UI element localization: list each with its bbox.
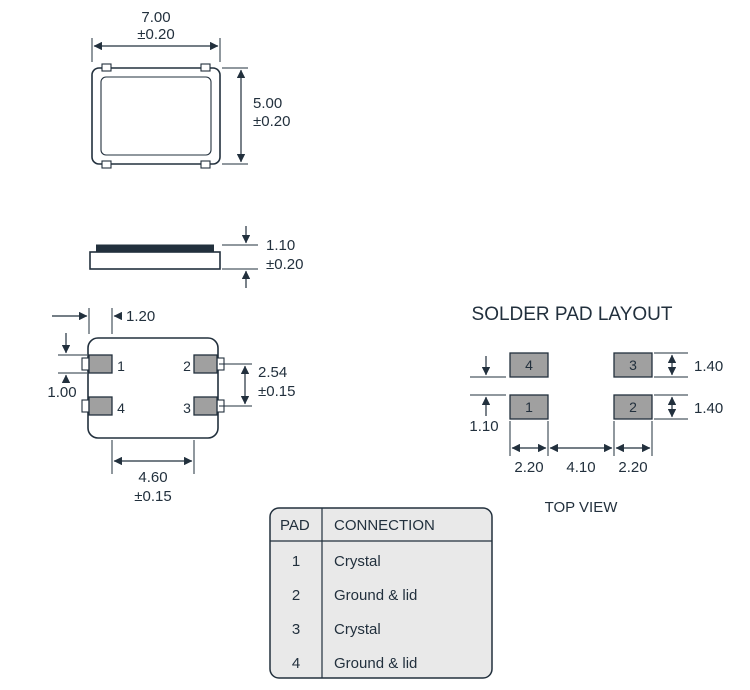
- package-body-side: [89, 251, 221, 270]
- table-cell-pad: 2: [292, 587, 300, 604]
- table-row: 1 Crystal: [292, 553, 381, 570]
- table-frame: [269, 507, 493, 679]
- solder-pad-1: [509, 394, 549, 420]
- solder-pad-2: [613, 394, 653, 420]
- dim-pad-width: 1.20: [126, 308, 155, 325]
- edge-castellation: [81, 399, 90, 413]
- solder-pad-1-label: 1: [525, 399, 533, 415]
- bottom-pad-1: [88, 354, 113, 374]
- dim-pad-height-bottom-row: 1.40: [694, 400, 723, 417]
- corner-notch: [101, 63, 112, 72]
- table-cell-connection: Ground & lid: [334, 655, 417, 672]
- table-cell-pad: 3: [292, 621, 300, 638]
- package-bottom-view: 1 2 4 3 1.20 1.00 2.54 ±0.15 4.60 ±0.15: [47, 308, 295, 505]
- bottom-view-outline: [87, 337, 219, 439]
- package-inner-outline: [100, 76, 212, 156]
- dim-pad-gap: 4.10: [566, 459, 595, 476]
- package-lid: [96, 244, 214, 253]
- package-top-view: 7.00 ±0.20 5.00 ±0.20: [91, 9, 290, 169]
- bottom-pad-1-label: 1: [117, 358, 125, 374]
- dim-pad-width-right: 2.20: [618, 459, 647, 476]
- dim-pad-span-value: 4.60: [138, 469, 167, 486]
- solder-pad-3: [613, 352, 653, 378]
- bottom-pad-4: [88, 396, 113, 416]
- corner-notch: [101, 160, 112, 169]
- dim-row-pitch-tolerance: ±0.15: [258, 383, 295, 400]
- dim-height-value: 5.00: [253, 95, 282, 112]
- solder-pad-3-label: 3: [629, 357, 637, 373]
- corner-notch: [200, 63, 211, 72]
- solder-pad-2-label: 2: [629, 399, 637, 415]
- edge-castellation: [81, 357, 90, 371]
- solder-pad-layout-caption: TOP VIEW: [545, 499, 619, 516]
- table-row: 3 Crystal: [292, 621, 381, 638]
- table-cell-pad: 4: [292, 655, 300, 672]
- dim-height-tolerance: ±0.20: [253, 113, 290, 130]
- dim-pad-span-tolerance: ±0.15: [134, 488, 171, 505]
- table-cell-connection: Ground & lid: [334, 587, 417, 604]
- bottom-pad-3-label: 3: [183, 400, 191, 416]
- dim-row-pitch-value: 2.54: [258, 364, 287, 381]
- dim-width-tolerance: ±0.20: [137, 26, 174, 43]
- table-cell-connection: Crystal: [334, 553, 381, 570]
- solder-pad-4: [509, 352, 549, 378]
- dim-thickness-value: 1.10: [266, 237, 295, 254]
- dim-row-gap: 1.10: [469, 418, 498, 435]
- table-cell-connection: Crystal: [334, 621, 381, 638]
- pad-connection-table: PAD CONNECTION 1 Crystal 2 Ground & lid …: [269, 507, 493, 679]
- table-header-connection: CONNECTION: [334, 517, 435, 534]
- table-row: 4 Ground & lid: [292, 655, 418, 672]
- dim-width-value: 7.00: [141, 9, 170, 26]
- solder-pad-4-label: 4: [525, 357, 533, 373]
- dim-pad-width-left: 2.20: [514, 459, 543, 476]
- table-row: 2 Ground & lid: [292, 587, 418, 604]
- bottom-pad-3: [193, 396, 218, 416]
- solder-pad-layout-title: SOLDER PAD LAYOUT: [472, 304, 673, 325]
- corner-notch: [200, 160, 211, 169]
- dim-pad-height: 1.00: [47, 384, 76, 401]
- bottom-pad-2-label: 2: [183, 358, 191, 374]
- table-header-pad: PAD: [280, 517, 310, 534]
- bottom-pad-4-label: 4: [117, 400, 125, 416]
- solder-pad-layout: SOLDER PAD LAYOUT 4 3 1 2 1.40 1.40 1.10: [469, 304, 723, 516]
- table-cell-pad: 1: [292, 553, 300, 570]
- package-side-view: 1.10 ±0.20: [89, 226, 303, 288]
- dim-thickness-tolerance: ±0.20: [266, 256, 303, 273]
- dim-pad-height-top-row: 1.40: [694, 358, 723, 375]
- bottom-pad-2: [193, 354, 218, 374]
